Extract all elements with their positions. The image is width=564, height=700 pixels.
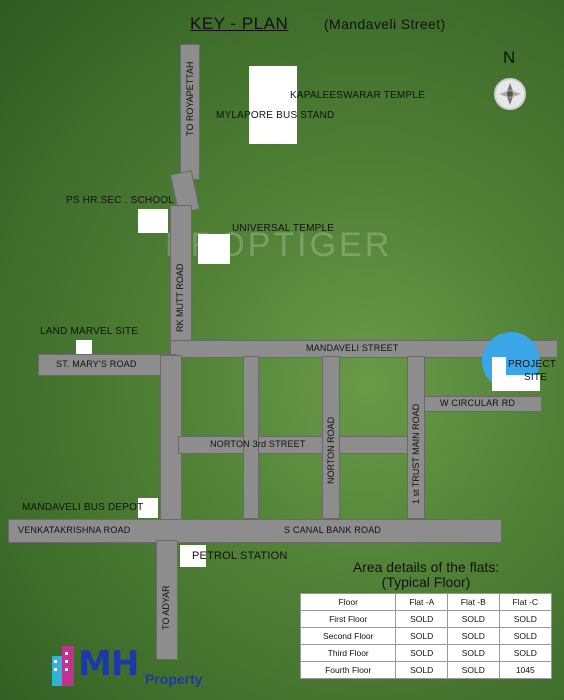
table-cell: Fourth Floor (299, 661, 397, 679)
school-block (138, 209, 168, 233)
road-to-adyar (156, 540, 178, 660)
table-cell: 1045 (498, 661, 553, 679)
header-floor: Floor (299, 593, 397, 611)
bus-depot-block (138, 498, 158, 518)
table-header-row: Floor Flat -A Flat -B Flat -C (299, 593, 553, 611)
table-row: Fourth Floor SOLD SOLD 1045 (299, 661, 553, 679)
label-norton-road: NORTON ROAD (326, 416, 336, 484)
label-w-circular-rd: W CIRCULAR RD (440, 398, 516, 408)
logo-building-icon (52, 646, 76, 686)
header-flat-b: Flat -B (447, 593, 500, 611)
petrol-station-block (180, 545, 206, 567)
label-kapaleeswarar-temple: KAPALEESWARAR TEMPLE (290, 90, 425, 101)
table-row: Third Floor SOLD SOLD SOLD (299, 644, 553, 662)
map-title: KEY - PLAN (190, 14, 289, 33)
label-norton-3rd-street: NORTON 3rd STREET (210, 439, 306, 449)
road-norton-road (322, 356, 340, 519)
label-petrol-station: PETROL STATION (192, 550, 288, 562)
table-cell: SOLD (447, 661, 500, 679)
road-col-a (243, 356, 259, 519)
label-rk-mutt-road: RK MUTT ROAD (175, 263, 185, 332)
label-ps-school: PS HR.SEC . SCHOOL (66, 195, 175, 206)
universal-temple-block (198, 234, 230, 264)
table-cell: SOLD (498, 627, 553, 645)
area-details-table: Floor Flat -A Flat -B Flat -C First Floo… (299, 593, 553, 679)
land-marvel-block (76, 340, 92, 354)
road-bottom-cross (8, 519, 502, 543)
label-venkatakrishna-road: VENKATAKRISHNA ROAD (18, 525, 131, 535)
label-mylapore-bus-stand: MYLAPORE BUS STAND (216, 110, 335, 121)
label-trust-main-road: 1 st TRUST MAIN ROAD (411, 403, 421, 504)
label-s-canal-bank-road: S CANAL BANK ROAD (284, 525, 382, 535)
road-mandaveli-street (170, 340, 558, 358)
table-cell: SOLD (447, 644, 500, 662)
kapaleeswarar-temple-block (249, 66, 297, 144)
table-cell: SOLD (395, 610, 449, 628)
compass-icon (494, 78, 526, 110)
table-cell: SOLD (395, 627, 449, 645)
table-cell: SOLD (498, 644, 553, 662)
map-subtitle: (Mandaveli Street) (324, 16, 446, 32)
label-project-site-1: PROJECT (508, 359, 557, 370)
table-cell: SOLD (395, 644, 449, 662)
table-cell: SOLD (498, 610, 553, 628)
table-cell: SOLD (447, 627, 500, 645)
table-cell: SOLD (395, 661, 449, 679)
label-st-marys-road: ST. MARY'S ROAD (56, 359, 137, 369)
table-cell: First Floor (299, 610, 397, 628)
label-mandaveli-street: MANDAVELI STREET (306, 343, 399, 353)
logo-text: Property (145, 671, 203, 687)
label-mandaveli-bus-depot: MANDAVELI BUS DEPOT (22, 502, 144, 513)
logo-mark: MH (78, 644, 139, 684)
table-cell: SOLD (447, 610, 500, 628)
road-trust-main (407, 356, 425, 519)
table-row: Second Floor SOLD SOLD SOLD (299, 627, 553, 645)
table-row: First Floor SOLD SOLD SOLD (299, 610, 553, 628)
label-to-royapettah: TO ROYAPETTAH (185, 61, 195, 136)
area-details-title: Area details of the flats: (Typical Floo… (300, 560, 552, 590)
label-project-site-2: SITE (524, 372, 548, 383)
table-cell: Third Floor (299, 644, 397, 662)
area-details-title-line2: (Typical Floor) (381, 574, 471, 590)
area-details-title-line1: Area details of the flats: (352, 559, 500, 575)
label-to-adyar: TO ADYAR (161, 585, 171, 630)
project-site-block-2 (502, 375, 540, 391)
header-flat-c: Flat -C (498, 593, 553, 611)
table-cell: Second Floor (299, 627, 397, 645)
label-land-marvel-site: LAND MARVEL SITE (40, 326, 139, 337)
header-flat-a: Flat -A (395, 593, 449, 611)
label-universal-temple: UNIVERSAL TEMPLE (232, 223, 335, 234)
north-label: N (503, 48, 516, 67)
